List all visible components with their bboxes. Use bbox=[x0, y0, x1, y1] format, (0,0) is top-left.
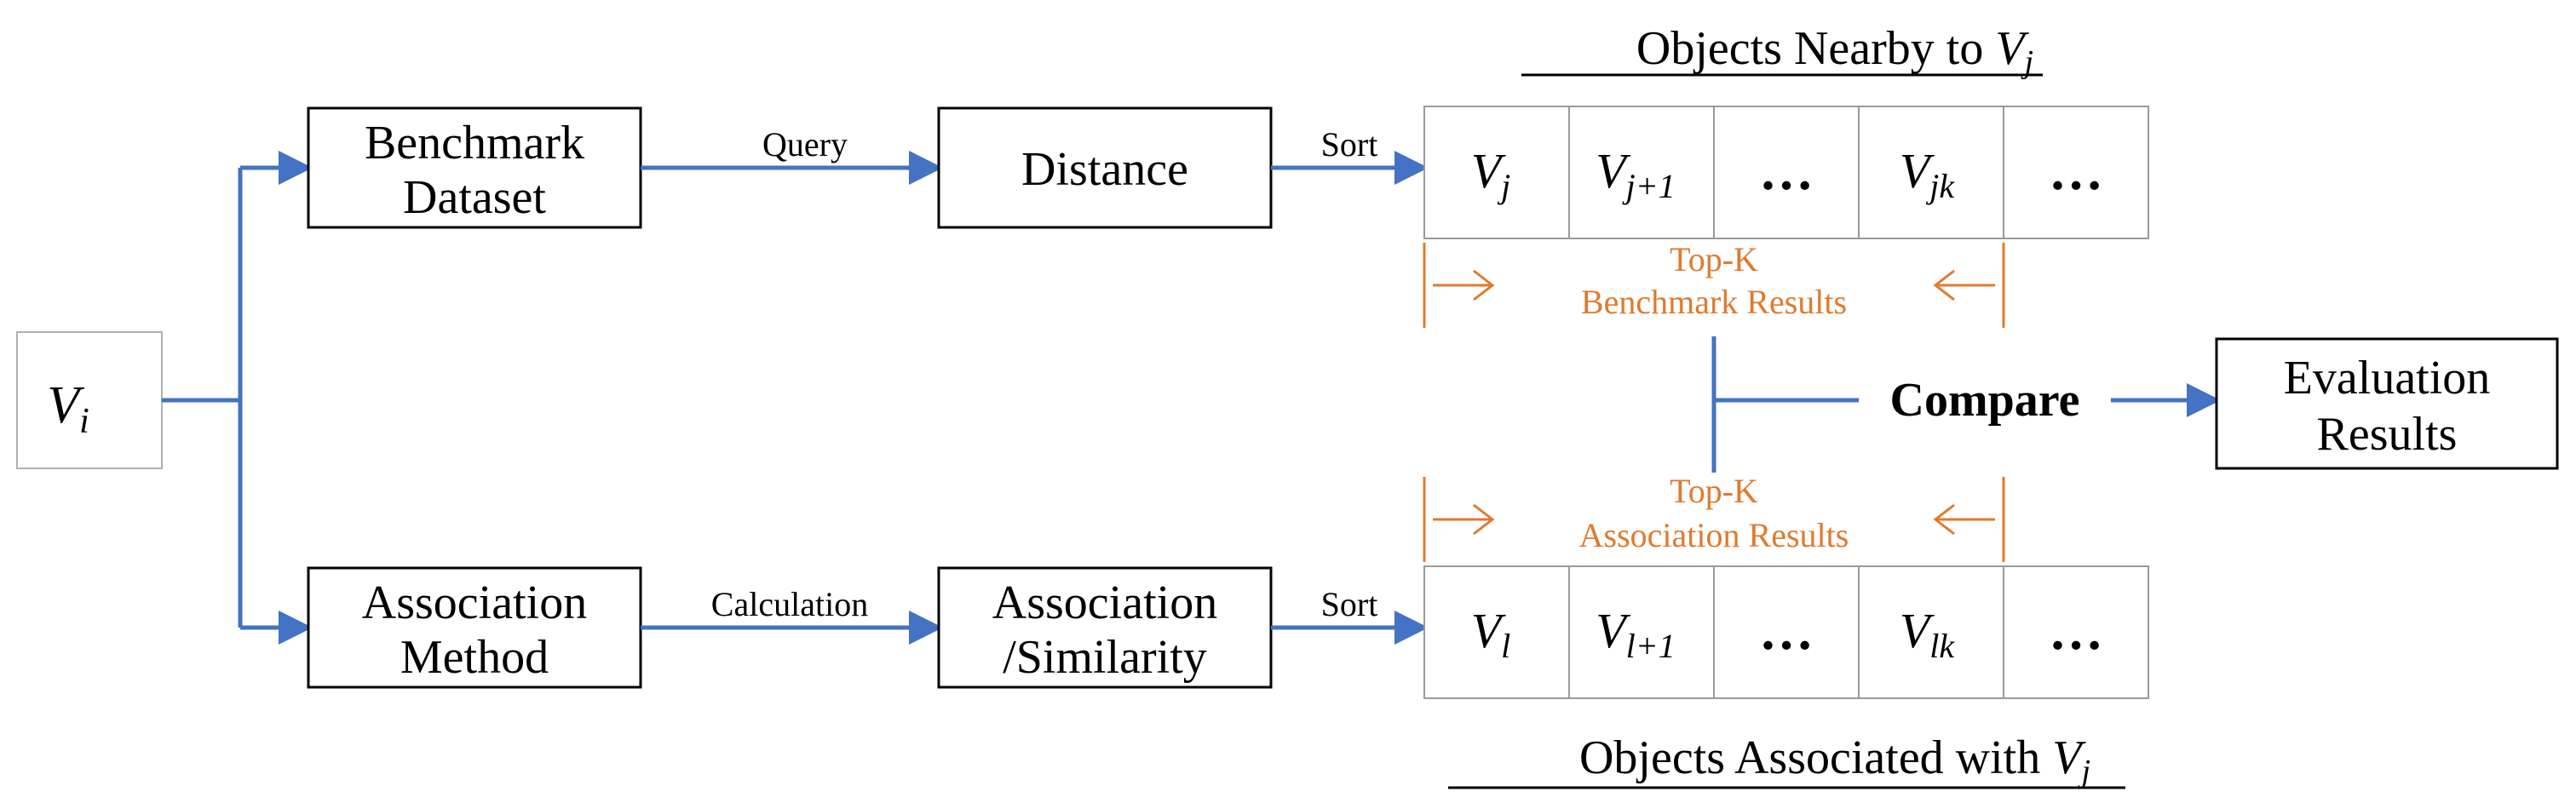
distance-label: Distance bbox=[1021, 143, 1188, 196]
evaluation-results-box: Evaluation Results bbox=[2215, 337, 2559, 470]
topk-association-line2: Association Results bbox=[1579, 516, 1849, 554]
topk-association-line1: Top-K bbox=[1670, 472, 1758, 510]
compare-connector bbox=[1711, 336, 2221, 473]
bottom-cell-1: Vl bbox=[1471, 603, 1511, 665]
bottom-cell-5: … bbox=[2049, 600, 2103, 661]
association-similarity-line2: /Similarity bbox=[1003, 631, 1207, 684]
bottom-cell-3: … bbox=[1759, 600, 1814, 661]
benchmark-dataset-box: Benchmark Dataset bbox=[307, 106, 642, 229]
bottom-cell-2: Vl+1 bbox=[1596, 603, 1676, 665]
top-cell-3: … bbox=[1759, 141, 1814, 201]
evaluation-results-line1: Evaluation bbox=[2284, 352, 2491, 404]
bottom-row-title-prefix: Objects Associated with bbox=[1579, 731, 2052, 784]
input-node-var: V bbox=[47, 376, 84, 434]
association-method-line2: Method bbox=[400, 631, 549, 684]
evaluation-results-line2: Results bbox=[2317, 408, 2458, 461]
bottom-cell-4: Vlk bbox=[1900, 603, 1956, 665]
association-similarity-box: Association /Similarity bbox=[937, 566, 1273, 689]
topk-benchmark-line1: Top-K bbox=[1670, 240, 1758, 278]
top-cell-1: Vj bbox=[1471, 143, 1511, 205]
association-method-line1: Association bbox=[362, 576, 587, 629]
bottom-result-cells: Vl Vl+1 … Vlk … bbox=[1423, 565, 2149, 699]
bottom-row-title-var: V bbox=[2052, 731, 2086, 784]
top-result-cells: Vj Vj+1 … Vjk … bbox=[1423, 106, 2149, 239]
association-method-box: Association Method bbox=[307, 566, 642, 689]
distance-box: Distance bbox=[937, 106, 1273, 229]
compare-label: Compare bbox=[1890, 374, 2080, 427]
top-cell-2: Vj+1 bbox=[1596, 143, 1676, 205]
association-similarity-line1: Association bbox=[992, 576, 1217, 629]
sort-label-bottom: Sort bbox=[1321, 585, 1378, 623]
topk-benchmark-line2: Benchmark Results bbox=[1581, 283, 1847, 321]
topk-association-bracket bbox=[1423, 477, 2005, 562]
svg-text:Vi: Vi bbox=[47, 376, 89, 441]
top-row-title-var: V bbox=[1995, 22, 2029, 75]
input-node: Vi bbox=[16, 331, 163, 469]
topk-benchmark-bracket bbox=[1423, 243, 2005, 328]
benchmark-dataset-line2: Dataset bbox=[403, 171, 546, 224]
benchmark-dataset-line1: Benchmark bbox=[365, 117, 584, 169]
top-row-title-prefix: Objects Nearby to bbox=[1636, 22, 1995, 75]
sort-label-top: Sort bbox=[1321, 125, 1378, 163]
bottom-row-title: Objects Associated with Vj bbox=[1579, 731, 2090, 789]
calculation-edge-label: Calculation bbox=[711, 585, 868, 623]
top-row-title: Objects Nearby to Vj bbox=[1636, 22, 2033, 80]
query-edge-label: Query bbox=[762, 125, 848, 163]
branch-connector bbox=[162, 151, 313, 645]
top-cell-5: … bbox=[2049, 141, 2103, 201]
top-cell-4: Vjk bbox=[1900, 143, 1956, 205]
input-node-sub: i bbox=[79, 402, 89, 441]
